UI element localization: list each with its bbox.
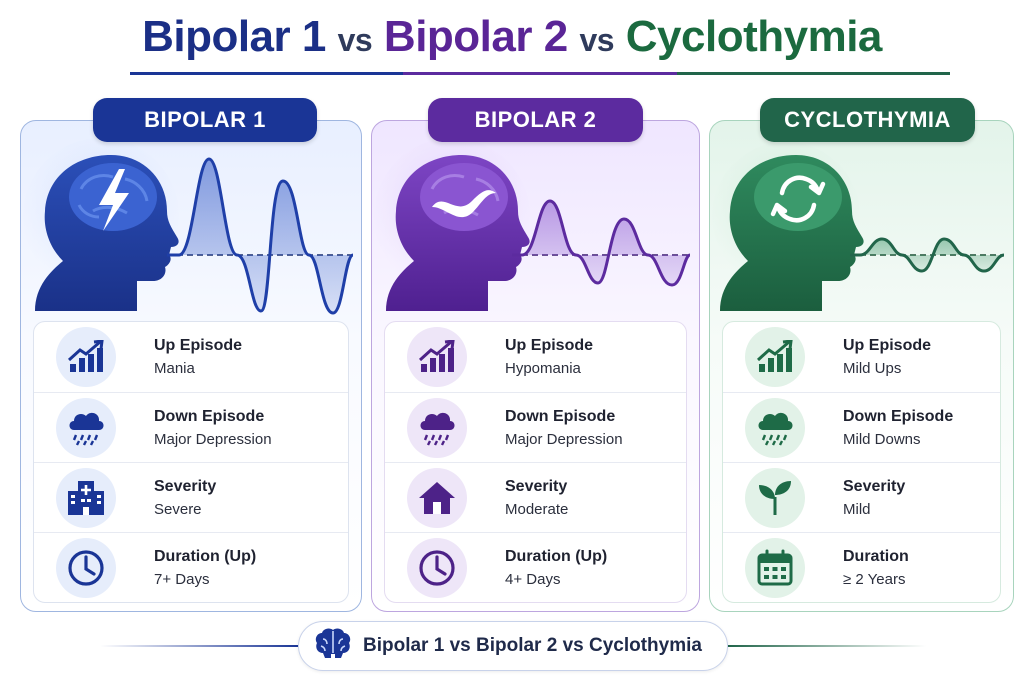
title-bipolar-1: Bipolar 1 [142, 12, 326, 61]
row-label: Severity [843, 477, 906, 495]
row-label: Up Episode [154, 337, 243, 354]
row-severity: Severity Mild [723, 462, 1000, 532]
row-label: Down Episode [154, 407, 265, 425]
row-severity: Severity Severe [34, 462, 348, 532]
hero-illustration [23, 138, 355, 315]
hero-illustration [374, 138, 691, 311]
row-value: Mild Ups [843, 360, 902, 377]
row-value: Severe [154, 500, 202, 518]
row-up-episode: Up Episode Hypomania [385, 322, 686, 392]
row-down-episode: Down Episode Major Depression [34, 392, 348, 462]
row-up-episode: Up Episode Mania [34, 322, 348, 392]
chart-up-icon [56, 327, 116, 387]
page-title: Bipolar 1 vs Bipolar 2 vs Cyclothymia [0, 12, 1024, 62]
rain-cloud-icon [56, 397, 116, 458]
card-cyclothymia: Up Episode Mild Ups Down Episode Mild Do… [709, 120, 1014, 612]
row-label: Severity [154, 477, 217, 495]
row-value: Mild [843, 500, 871, 518]
house-icon [407, 467, 467, 528]
mood-wave [167, 159, 353, 313]
row-value: 4+ Days [505, 570, 561, 588]
row-label: Up Episode [505, 337, 594, 354]
title-vs: vs [337, 22, 373, 58]
rain-cloud-icon [407, 397, 467, 458]
calendar-icon [745, 537, 805, 598]
card-bipolar-2: Up Episode Hypomania Down Episode Major … [371, 120, 700, 612]
title-vs: vs [579, 22, 615, 58]
row-label: Duration (Up) [154, 547, 257, 565]
footer-divider-right [728, 645, 926, 647]
row-up-episode: Up Episode Mild Ups [723, 322, 1000, 392]
row-duration: Duration ≥ 2 Years [723, 532, 1000, 602]
row-label: Down Episode [505, 407, 616, 425]
row-label: Duration (Up) [505, 547, 608, 565]
row-label: Duration [843, 547, 909, 565]
info-panel: Up Episode Mild Ups Down Episode Mild Do… [722, 321, 1001, 603]
row-value: Mild Downs [843, 430, 921, 448]
footer-divider-left [100, 645, 298, 647]
row-value: Hypomania [505, 360, 581, 377]
hero-cyclothymia [710, 121, 1013, 321]
row-value: Major Depression [505, 430, 623, 448]
row-value: Moderate [505, 500, 569, 518]
mood-wave [512, 201, 690, 285]
info-panel: Up Episode Hypomania Down Episode Major … [384, 321, 687, 603]
sprout-icon [745, 467, 805, 528]
brain-icon [313, 627, 353, 666]
hero-illustration [712, 142, 1005, 311]
row-value: Mania [154, 360, 195, 377]
mood-wave [850, 239, 1004, 271]
column-header-cyclothymia: CYCLOTHYMIA [760, 98, 975, 142]
row-duration: Duration (Up) 4+ Days [385, 532, 686, 602]
rain-cloud-icon [745, 397, 805, 458]
row-down-episode: Down Episode Mild Downs [723, 392, 1000, 462]
footer-text: Bipolar 1 vs Bipolar 2 vs Cyclothymia [363, 635, 702, 656]
title-cyclothymia: Cyclothymia [625, 12, 883, 61]
title-bipolar-2: Bipolar 2 [383, 12, 568, 61]
row-label: Up Episode [843, 337, 932, 354]
lightning-icon [99, 169, 129, 231]
row-value: ≥ 2 Years [843, 570, 906, 588]
info-panel: Up Episode Mania Down Episode Major Depr… [33, 321, 349, 603]
title-underline [130, 72, 950, 75]
hero-bipolar-2 [372, 121, 699, 321]
cycle-arrows-icon [770, 175, 826, 223]
clock-icon [56, 537, 116, 598]
row-label: Severity [505, 477, 568, 495]
head-silhouette-icon [720, 155, 864, 311]
row-value: Major Depression [154, 430, 272, 448]
column-header-bipolar-2: BIPOLAR 2 [428, 98, 643, 142]
row-value: 7+ Days [154, 570, 210, 588]
hero-bipolar-1 [21, 121, 361, 321]
hospital-icon [56, 467, 116, 528]
row-severity: Severity Moderate [385, 462, 686, 532]
wave-icon [432, 190, 496, 218]
footer-banner: Bipolar 1 vs Bipolar 2 vs Cyclothymia [298, 621, 728, 671]
row-label: Down Episode [843, 407, 954, 425]
card-bipolar-1: Up Episode Mania Down Episode Major Depr… [20, 120, 362, 612]
chart-up-icon [745, 327, 805, 387]
chart-up-icon [407, 327, 467, 387]
row-duration: Duration (Up) 7+ Days [34, 532, 348, 602]
column-header-bipolar-1: BIPOLAR 1 [93, 98, 317, 142]
row-down-episode: Down Episode Major Depression [385, 392, 686, 462]
clock-icon [407, 537, 467, 598]
head-silhouette-icon [35, 155, 179, 311]
